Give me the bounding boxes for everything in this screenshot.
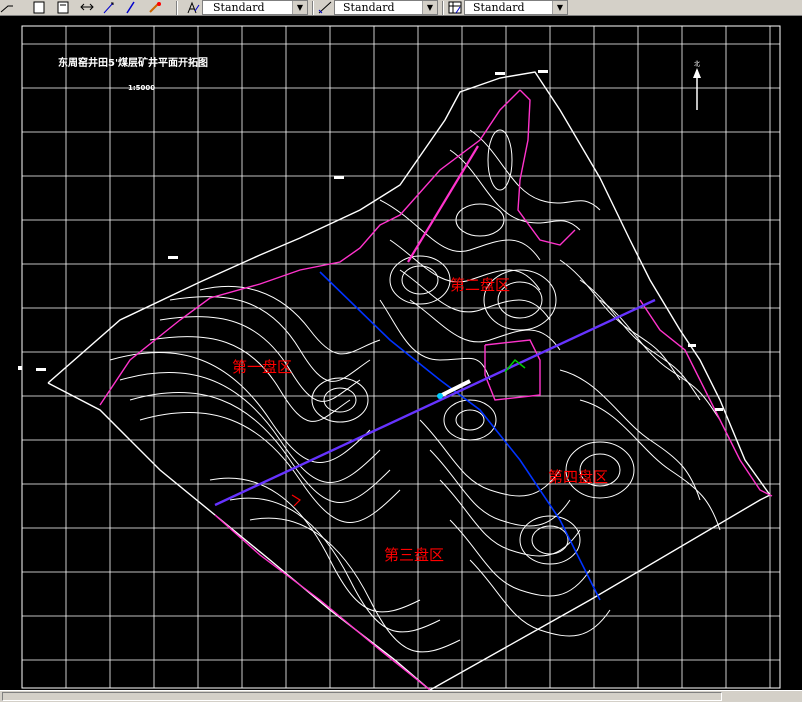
main-shaft [437, 379, 471, 399]
mine-boundary [47, 71, 772, 691]
chevron-down-icon[interactable]: ▼ [292, 1, 307, 14]
main-roadway [214, 298, 656, 507]
shaft-symbol [504, 358, 526, 373]
grid-tick-labels [18, 70, 723, 411]
text-style-value: Standard [213, 1, 265, 14]
rectangle-icon[interactable] [32, 1, 46, 14]
toolbar-separator [312, 1, 314, 15]
fault-mark [291, 494, 301, 507]
north-arrow-icon [693, 68, 701, 110]
coordinate-grid [22, 26, 780, 688]
chevron-down-icon[interactable]: ▼ [552, 1, 567, 14]
shaft-marker [437, 393, 443, 399]
status-bar [0, 690, 802, 702]
text-style-icon[interactable] [186, 1, 200, 14]
drawing-canvas[interactable]: 东周窑井田5'煤层矿井平面开拓图 1:5000 北 第一盘区 第二盘区 第三盘区… [0, 16, 802, 691]
table-style-icon[interactable] [448, 1, 462, 14]
extend-icon[interactable] [102, 1, 116, 14]
toolbar-separator [176, 1, 178, 15]
dim-style-select[interactable]: Standard ▼ [334, 0, 438, 15]
text-style-select[interactable]: Standard ▼ [202, 0, 308, 15]
toolbar: Standard ▼ Standard ▼ Standard ▼ [0, 0, 802, 16]
table-style-value: Standard [473, 1, 525, 14]
drawing-title: 东周窑井田5'煤层矿井平面开拓图 [58, 56, 208, 69]
explode-icon[interactable] [148, 1, 162, 14]
drawing-frame [21, 25, 781, 689]
toolbar-separator [442, 1, 444, 15]
status-field [2, 692, 722, 701]
table-style-select[interactable]: Standard ▼ [464, 0, 568, 15]
north-label: 北 [694, 60, 700, 68]
dim-style-value: Standard [343, 1, 395, 14]
zone-label-2: 第二盘区 [450, 276, 510, 294]
move-icon[interactable] [80, 1, 94, 14]
drawing-scale: 1:5000 [128, 84, 155, 92]
zone-label-4: 第四盘区 [548, 468, 608, 486]
dim-style-icon[interactable] [318, 1, 332, 14]
chevron-down-icon[interactable]: ▼ [422, 1, 437, 14]
sub-roadway [319, 271, 601, 601]
zone-label-3: 第三盘区 [384, 546, 444, 564]
line-icon[interactable] [0, 1, 14, 14]
coal-boundary [99, 89, 773, 691]
drawing-svg[interactable]: 东周窑井田5'煤层矿井平面开拓图 1:5000 北 第一盘区 第二盘区 第三盘区… [0, 16, 802, 691]
copy-icon[interactable] [56, 1, 70, 14]
contour-lines [109, 129, 721, 653]
ventilation-roadway [407, 145, 479, 263]
trim-icon[interactable] [124, 1, 138, 14]
zone-label-1: 第一盘区 [232, 358, 292, 376]
